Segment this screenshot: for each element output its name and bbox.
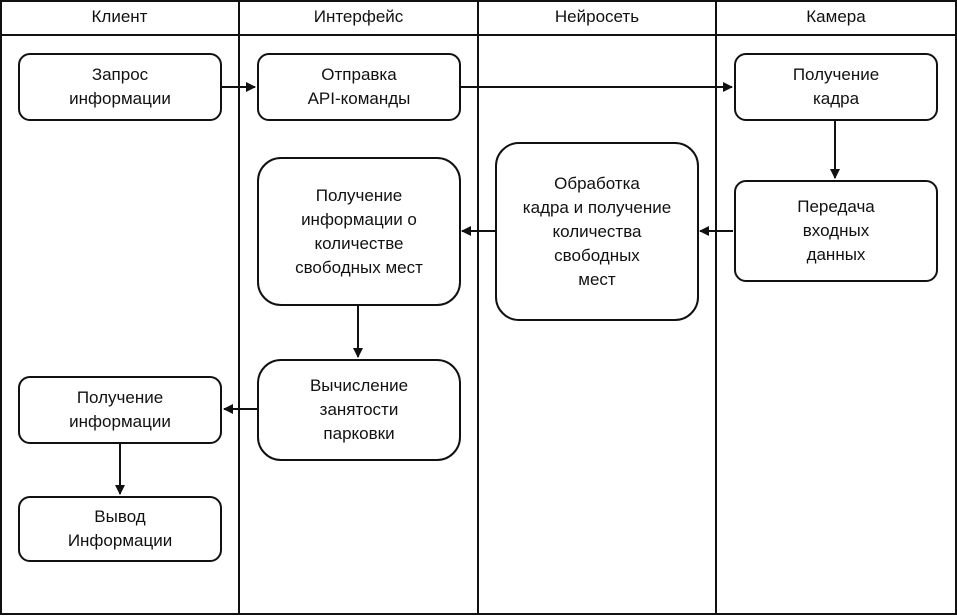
node-output-info: Вывод Информации <box>18 496 222 562</box>
node-receive-info: Получение информации <box>18 376 222 444</box>
node-get-frame: Получение кадра <box>734 53 938 121</box>
node-calc-occupancy: Вычисление занятости парковки <box>257 359 461 461</box>
node-process-frame: Обработка кадра и получение количества с… <box>495 142 699 321</box>
lane-header-interface: Интерфейс <box>313 7 404 26</box>
node-request-info: Запрос информации <box>18 53 222 121</box>
node-send-api: Отправка API-команды <box>257 53 461 121</box>
lane-header-client: Клиент <box>91 7 148 26</box>
node-transfer-input: Передача входных данных <box>734 180 938 282</box>
lane-header-camera: Камера <box>806 7 866 26</box>
node-receive-free-spots: Получение информации о количестве свобод… <box>257 157 461 306</box>
lane-header-neural-net: Нейросеть <box>554 7 640 26</box>
